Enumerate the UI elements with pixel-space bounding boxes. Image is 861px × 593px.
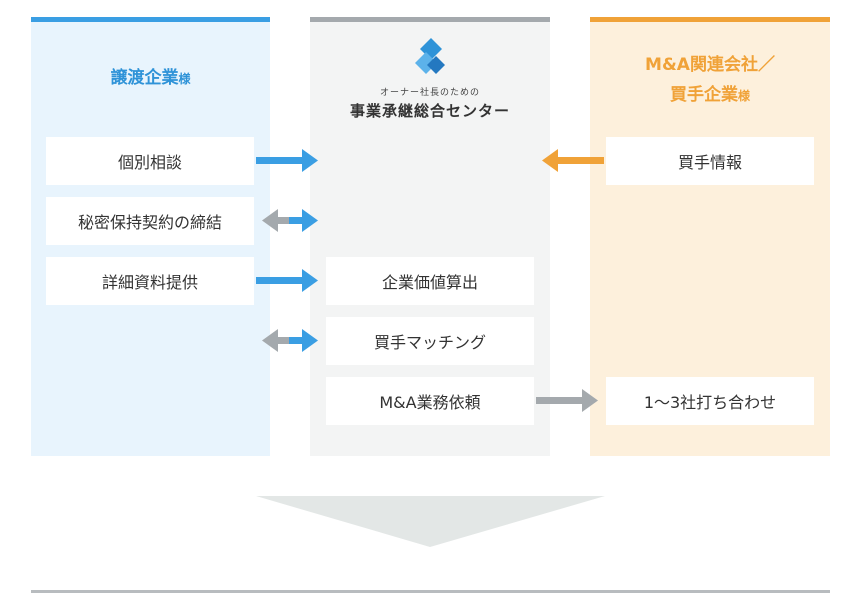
step-detailed-info: 詳細資料提供 [46, 257, 254, 305]
seller-title-main: 譲渡企業 [110, 68, 179, 88]
bottom-divider [31, 590, 830, 593]
step-meetings: 1～3社打ち合わせ [606, 377, 814, 425]
seller-title-suffix: 様 [178, 72, 191, 86]
diamond-logo-icon [415, 38, 445, 74]
step-buyer-info: 買手情報 [606, 137, 814, 185]
arrow-right-icon [536, 389, 598, 412]
bidirectional-arrow-icon [262, 209, 318, 232]
step-valuation: 企業価値算出 [326, 257, 534, 305]
down-chevron-icon [256, 496, 605, 547]
step-consultation: 個別相談 [46, 137, 254, 185]
buyer-title-line1: M&A関連会社／ [645, 55, 775, 75]
seller-title: 譲渡企業様 [31, 63, 270, 94]
bidirectional-arrow-icon [262, 329, 318, 352]
center-title: 事業承継総合センター [349, 102, 510, 120]
arrow-right-icon [256, 149, 318, 172]
buyer-title-line2: 買手企業様 [590, 80, 830, 111]
arrow-right-icon [256, 269, 318, 292]
step-ma-request: M&A業務依頼 [326, 377, 534, 425]
arrow-left-icon [542, 149, 604, 172]
step-buyer-matching: 買手マッチング [326, 317, 534, 365]
step-nda: 秘密保持契約の締結 [46, 197, 254, 245]
seller-column-top-bar [31, 17, 270, 22]
center-subtitle: オーナー社長のための [379, 88, 480, 98]
buyer-title: M&A関連会社／ 買手企業様 [590, 50, 830, 111]
center-column-top-bar [310, 17, 550, 22]
buyer-title-suffix: 様 [737, 89, 750, 103]
buyer-title-main: 買手企業 [669, 85, 738, 105]
buyer-column-top-bar [590, 17, 830, 22]
